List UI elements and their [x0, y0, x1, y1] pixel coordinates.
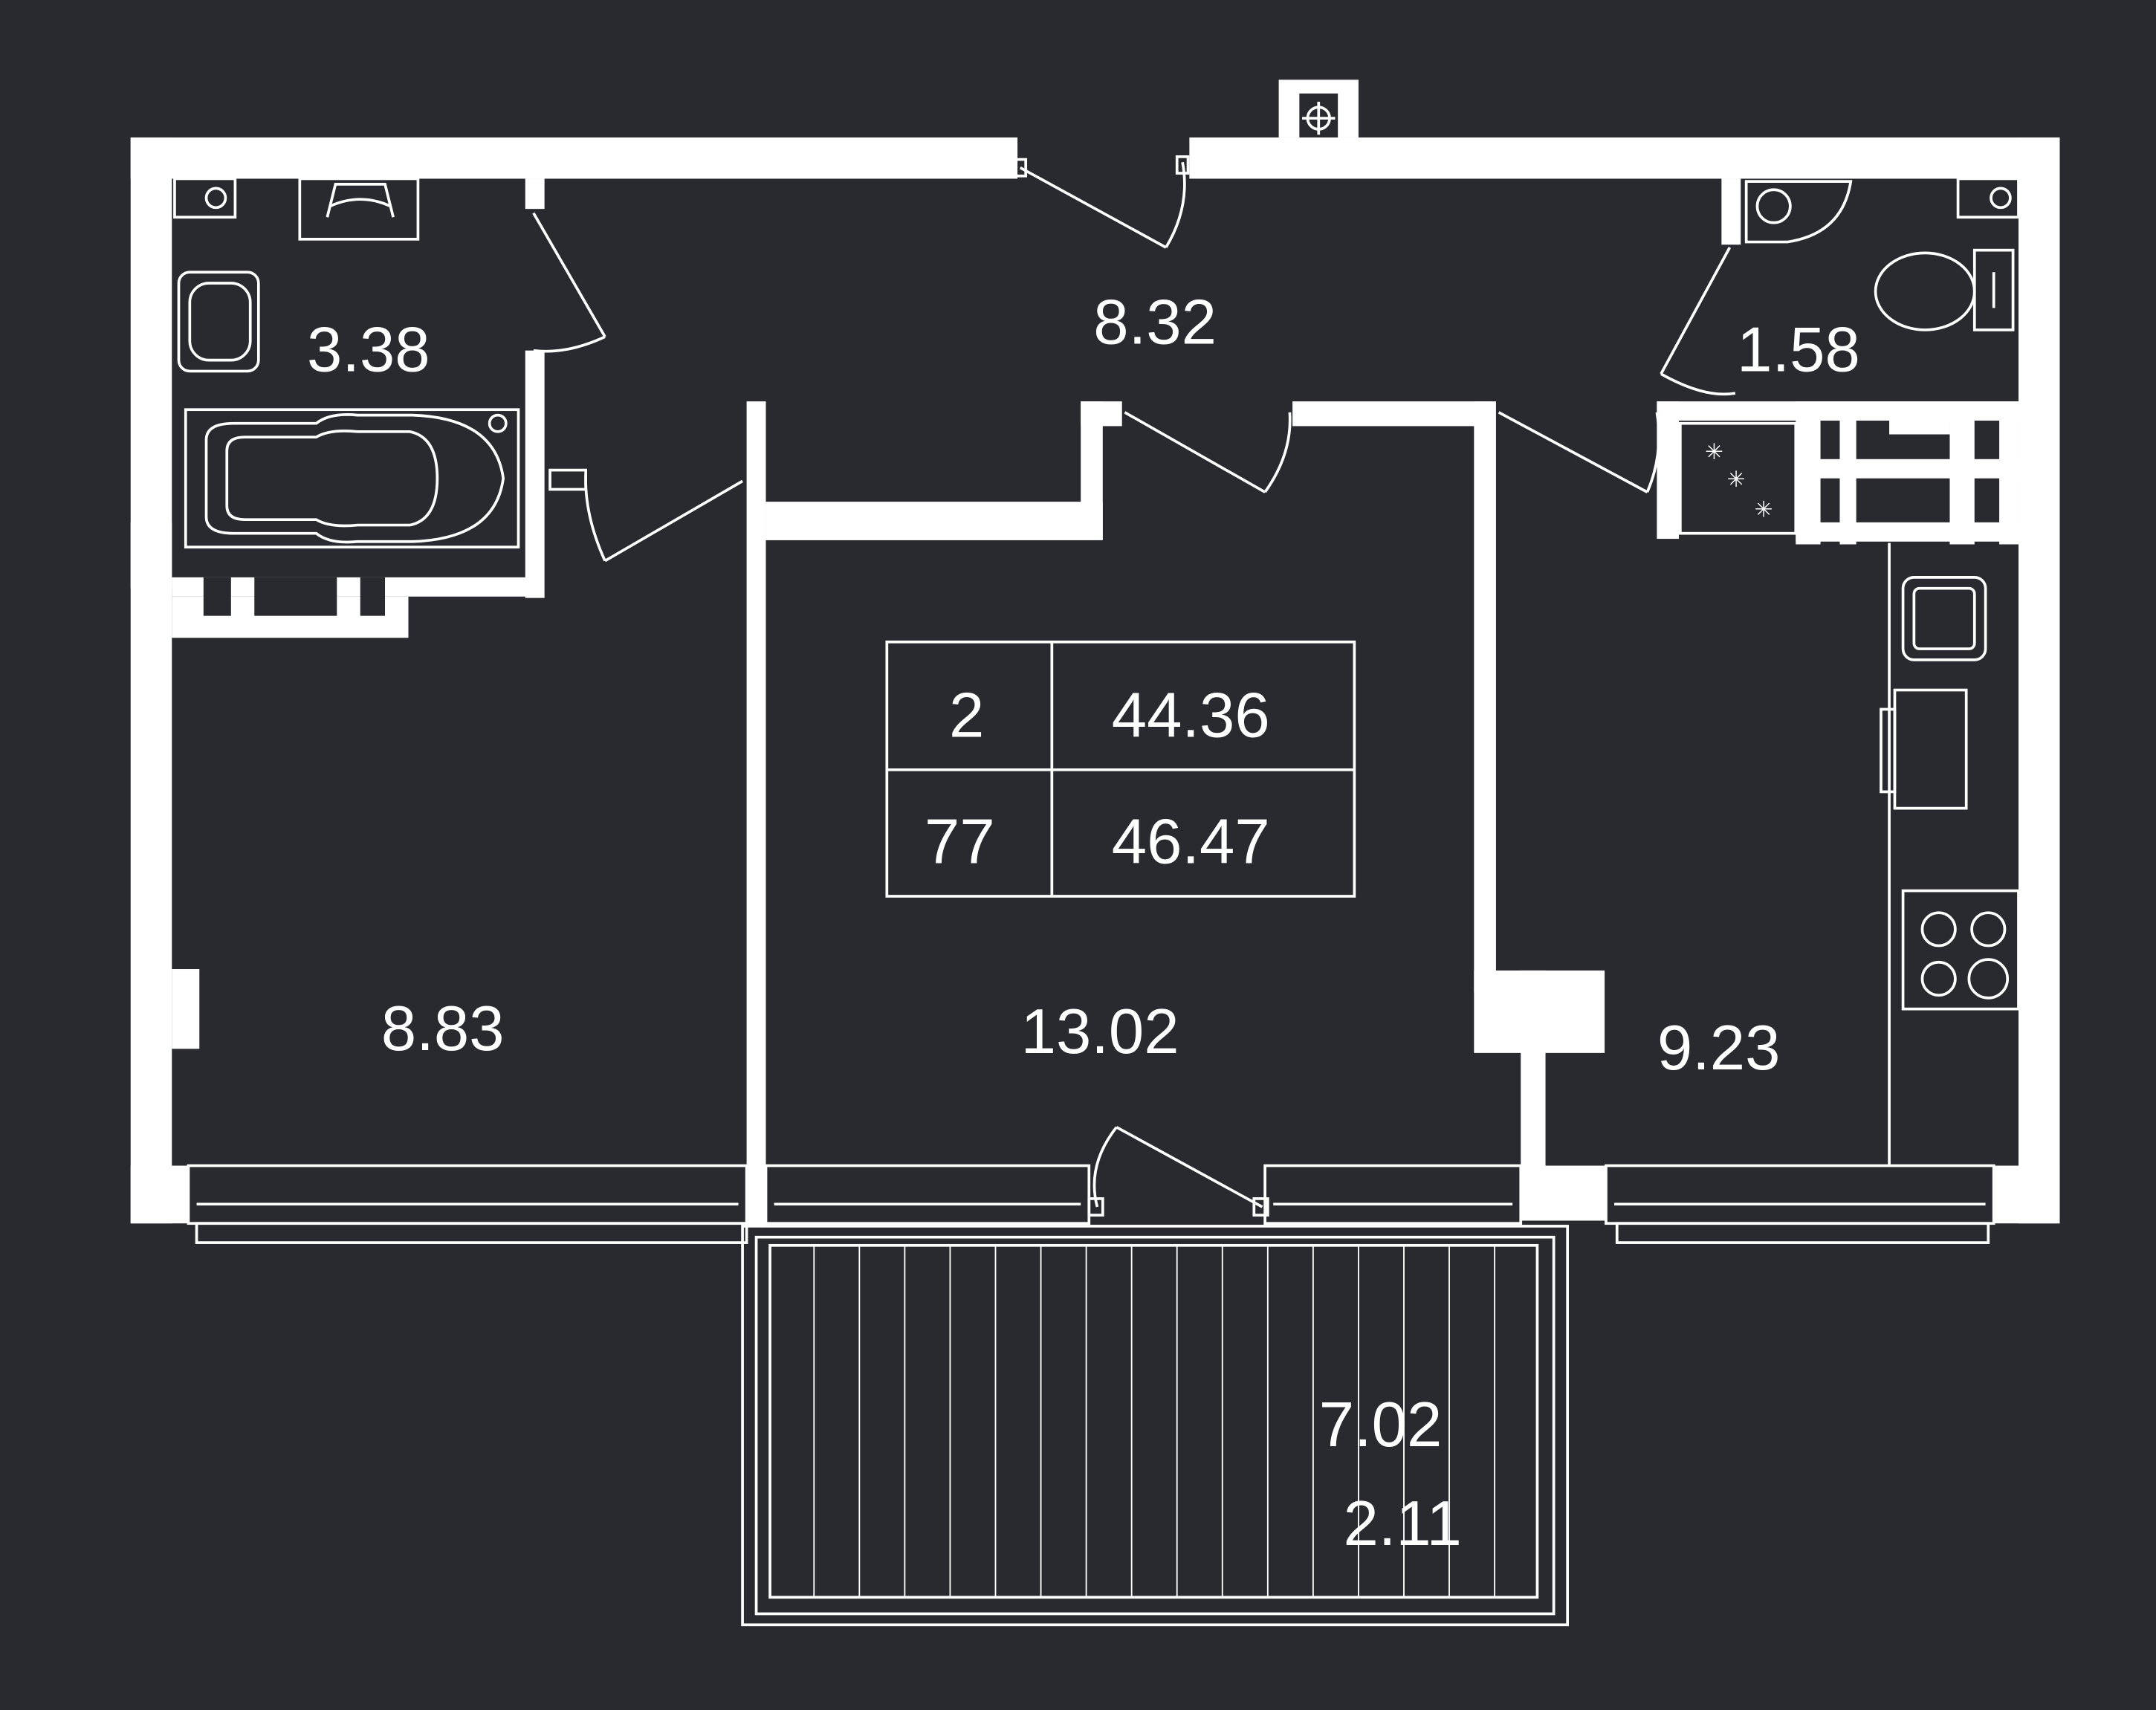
ventilation-icon [173, 177, 237, 219]
living-wall-top [765, 502, 1103, 540]
summary-rooms-count: 2 [949, 680, 984, 751]
walls [130, 80, 2060, 1226]
bathtub-inner [204, 413, 505, 544]
outer-wall-top-right [1189, 137, 2060, 179]
living-wall-right [1474, 401, 1496, 993]
outer-wall-right [2018, 137, 2060, 1224]
washbasin-bowl [188, 282, 252, 362]
ventilation-duct [204, 187, 227, 210]
bathtub-icon [184, 408, 520, 549]
room-label-balcony-area: 7.02 [1319, 1390, 1443, 1460]
wall-cutout-2 [254, 577, 337, 616]
svg-text:✳: ✳ [1705, 439, 1723, 464]
room-label-kitchen: 9.23 [1657, 1013, 1781, 1084]
outer-wall-bottom-left [130, 1165, 189, 1224]
door-entrance [1013, 155, 1190, 249]
outer-wall-top-left [130, 137, 1018, 179]
room-label-toilet: 1.58 [1737, 314, 1860, 385]
room-label-balcony-reduced: 2.11 [1343, 1489, 1461, 1559]
bathtub-basin [225, 430, 439, 528]
living-wall-top-right [1292, 401, 1492, 427]
door-living [1124, 411, 1292, 493]
wall-cutouts [130, 93, 1338, 616]
window-bedroom-ledge [195, 1222, 748, 1244]
wall-cutout-3 [360, 577, 386, 616]
living-wall-top-stub [1081, 401, 1122, 427]
summary-values: 2 44.36 77 46.47 [925, 680, 1270, 877]
bathroom-wall-right [525, 350, 545, 598]
wall-notch-left [130, 522, 172, 589]
svg-text:✳: ✳ [1755, 496, 1773, 522]
living-wall-left [746, 401, 766, 1226]
sink-icon [1901, 576, 1987, 661]
wall-cutout-1 [203, 577, 231, 616]
washbasin-icon [177, 271, 260, 373]
toilet-tank [1972, 248, 2015, 331]
svg-text:✳: ✳ [1727, 467, 1746, 492]
ventilation-icon-right [1956, 177, 2020, 219]
balcony-inner [754, 1235, 1556, 1616]
toilet-wall-left [1721, 178, 1741, 245]
room-label-bedroom: 8.83 [381, 994, 505, 1064]
outer-wall-left [130, 137, 172, 1224]
living-wall-lower [1521, 970, 1546, 1177]
window-living-left [764, 1164, 1091, 1225]
toilet-washbasin-icon [1744, 180, 1853, 244]
line-drawing: ✳ ✳ ✳ [173, 101, 2020, 1627]
balcony-outline [741, 1225, 1569, 1627]
balcony-slats [813, 1245, 1496, 1598]
bathtub-drain [488, 413, 508, 433]
window-living-right [1263, 1164, 1523, 1225]
cabinet-top [1796, 401, 2019, 421]
washing-machine-icon-detail [326, 183, 395, 218]
room-labels: 3.38 8.32 1.58 8.83 13.02 9.23 7.02 2.11 [307, 287, 1860, 1559]
door-bedroom [548, 468, 743, 563]
room-label-living-room: 13.02 [1021, 997, 1179, 1067]
summary-total-area: 46.47 [1112, 807, 1270, 878]
cabinet-blocks [1657, 401, 2019, 545]
summary-living-area: 44.36 [1112, 680, 1270, 751]
ventilation-duct-right [1990, 187, 2012, 210]
bedroom-wall-pier [172, 969, 200, 1049]
cabinet-left-post [1657, 401, 1680, 540]
outer-wall-bottom-right [1993, 1165, 2060, 1224]
window-kitchen-ledge [1615, 1222, 1990, 1244]
balcony-floor [768, 1243, 1539, 1599]
bathroom-wall-top [525, 178, 545, 210]
room-label-bathroom: 3.38 [307, 314, 430, 385]
room-label-hallway: 8.32 [1093, 287, 1217, 357]
door-bathroom [532, 212, 606, 353]
summary-apartment-number: 77 [925, 807, 995, 878]
door-balcony [1087, 1126, 1269, 1217]
bathroom-wall-bottom [172, 577, 543, 597]
door-toilet [1660, 247, 1736, 396]
washing-machine-icon [298, 177, 420, 241]
stove-icon [1901, 889, 2020, 1011]
